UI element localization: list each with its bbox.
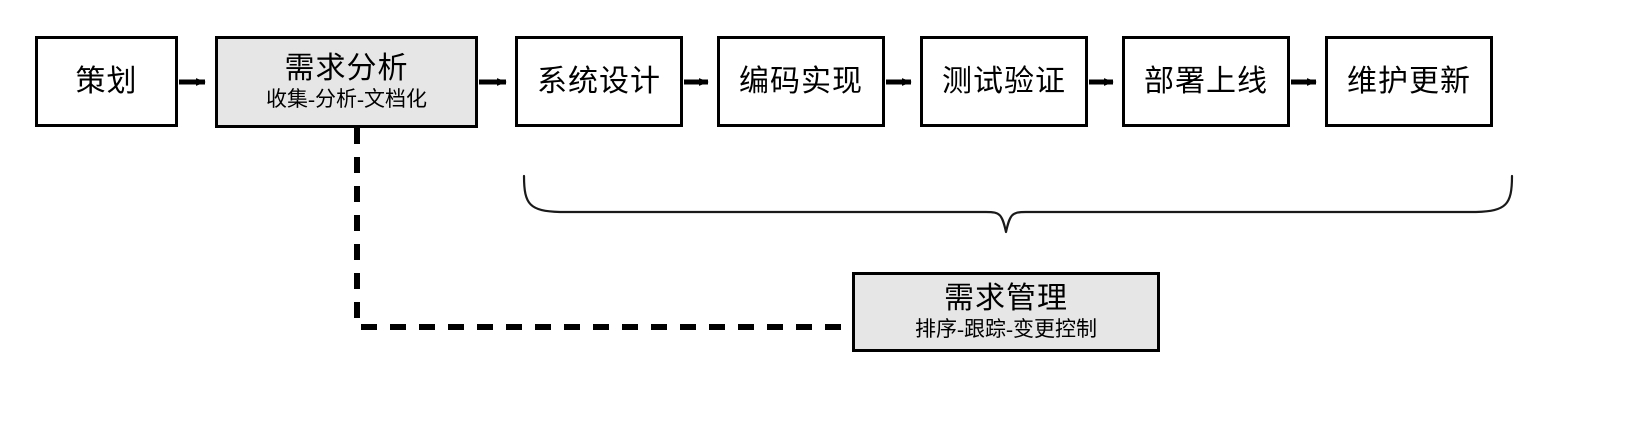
- node-maintenance-update-title: 维护更新: [1347, 64, 1471, 98]
- node-requirements-management-subtitle: 排序-跟踪-变更控制: [915, 317, 1097, 342]
- node-coding-implementation-title: 编码实现: [739, 64, 863, 98]
- node-system-design-title: 系统设计: [537, 64, 661, 98]
- node-requirements-management-title: 需求管理: [944, 282, 1068, 316]
- node-requirements-analysis[interactable]: 需求分析 收集-分析-文档化: [215, 36, 478, 128]
- node-testing-verification[interactable]: 测试验证: [920, 36, 1088, 127]
- node-system-design[interactable]: 系统设计: [515, 36, 683, 127]
- downstream-phases-brace: [522, 174, 1514, 234]
- node-requirements-analysis-subtitle: 收集-分析-文档化: [266, 87, 427, 112]
- node-requirements-management[interactable]: 需求管理 排序-跟踪-变更控制: [852, 272, 1160, 352]
- node-deployment-launch[interactable]: 部署上线: [1122, 36, 1290, 127]
- node-requirements-analysis-title: 需求分析: [284, 52, 409, 86]
- node-planning[interactable]: 策划: [35, 36, 178, 127]
- node-maintenance-update[interactable]: 维护更新: [1325, 36, 1493, 127]
- node-coding-implementation[interactable]: 编码实现: [717, 36, 885, 127]
- node-testing-verification-title: 测试验证: [942, 64, 1066, 98]
- node-deployment-launch-title: 部署上线: [1144, 64, 1268, 98]
- node-planning-title: 策划: [75, 64, 138, 98]
- connector-requirements-to-management: [354, 128, 887, 332]
